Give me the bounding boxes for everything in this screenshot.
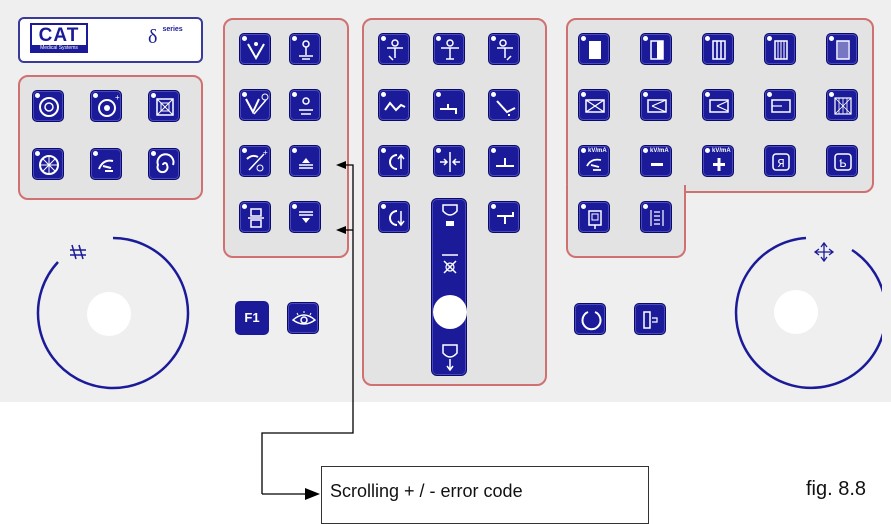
- callout-box: Scrolling + / - error code: [321, 466, 649, 524]
- format-1-button[interactable]: [578, 33, 610, 65]
- cassette-1-button[interactable]: [578, 89, 610, 121]
- collimator-light-icon-button[interactable]: [634, 303, 666, 335]
- center-icon-button[interactable]: [433, 145, 465, 177]
- svg-text:+: +: [115, 93, 120, 102]
- logo-subtitle: Medical Systems: [32, 45, 86, 51]
- grid-icon-button[interactable]: [148, 90, 180, 122]
- vertical-travel-strip[interactable]: [431, 198, 467, 376]
- hand-plus-icon-button[interactable]: +: [239, 145, 271, 177]
- format-2-button[interactable]: [640, 33, 672, 65]
- cassette-3-button[interactable]: [702, 89, 734, 121]
- kv-ma-tag: kV/mA: [588, 148, 607, 154]
- patient-table-icon-button[interactable]: [289, 33, 321, 65]
- iris-plus-icon-button[interactable]: +: [90, 90, 122, 122]
- eye-icon-button[interactable]: [287, 302, 319, 334]
- kv-ma-tag: kV/mA: [712, 148, 731, 154]
- kv-ma-plus-button[interactable]: kV/mA: [702, 145, 734, 177]
- column-center-icon-button[interactable]: [433, 33, 465, 65]
- table-stack-icon-button[interactable]: [239, 201, 271, 233]
- table-height-icon-button[interactable]: [289, 89, 321, 121]
- hand-icon-button[interactable]: [90, 148, 122, 180]
- mirror-b-button[interactable]: Ƅ: [826, 145, 858, 177]
- spiral-icon-button[interactable]: [148, 148, 180, 180]
- left-joystick[interactable]: [30, 232, 190, 392]
- tilt-reverse-icon-button[interactable]: [488, 201, 520, 233]
- kv-ma-minus-button[interactable]: kV/mA: [640, 145, 672, 177]
- cassette-2-button[interactable]: [640, 89, 672, 121]
- format-5-button[interactable]: [826, 33, 858, 65]
- tube-angle-icon-button[interactable]: [239, 33, 271, 65]
- column-left-icon-button[interactable]: [378, 33, 410, 65]
- rotate-icon-button[interactable]: [574, 303, 606, 335]
- svg-text:Ƅ: Ƅ: [839, 157, 847, 170]
- tube-angle-memory-icon-button[interactable]: [239, 89, 271, 121]
- kv-ma-tag: kV/mA: [650, 148, 669, 154]
- svg-text:+: +: [263, 148, 268, 157]
- f1-button[interactable]: F1: [235, 301, 269, 335]
- iris-icon-button[interactable]: [32, 90, 64, 122]
- kv-ma-hand-button[interactable]: kV/mA: [578, 145, 610, 177]
- cassette-4-button[interactable]: [764, 89, 796, 121]
- stand-icon-button[interactable]: [488, 145, 520, 177]
- right-joystick[interactable]: [722, 232, 882, 392]
- cat-logo: CAT Medical Systems δ series: [18, 17, 203, 63]
- svg-text:Я: Я: [777, 157, 785, 170]
- series-symbol: δ: [148, 26, 158, 48]
- shutter-icon-button[interactable]: [32, 148, 64, 180]
- mirror-r-button[interactable]: Я: [764, 145, 796, 177]
- callout-text: Scrolling + / - error code: [330, 481, 523, 501]
- column-right-icon-button[interactable]: [488, 33, 520, 65]
- logo-brand: CAT: [38, 25, 80, 46]
- group-join-patch: [568, 180, 684, 190]
- scroll-plus-button[interactable]: [289, 145, 321, 177]
- logo-series: δ series: [148, 26, 183, 49]
- grid-stand-icon-button[interactable]: [640, 201, 672, 233]
- tilt-flat-icon-button[interactable]: [433, 89, 465, 121]
- rotate-down-icon-button[interactable]: [378, 201, 410, 233]
- format-3-button[interactable]: [702, 33, 734, 65]
- figure-label: fig. 8.8: [806, 478, 867, 500]
- cassette-grid-button[interactable]: [826, 89, 858, 121]
- bucky-icon-button[interactable]: [578, 201, 610, 233]
- scroll-minus-button[interactable]: [289, 201, 321, 233]
- logo-box: CAT Medical Systems: [30, 23, 88, 53]
- series-word: series: [162, 26, 183, 33]
- format-4-button[interactable]: [764, 33, 796, 65]
- tilt-wave-icon-button[interactable]: [378, 89, 410, 121]
- tilt-down-icon-button[interactable]: [488, 89, 520, 121]
- rotate-up-icon-button[interactable]: [378, 145, 410, 177]
